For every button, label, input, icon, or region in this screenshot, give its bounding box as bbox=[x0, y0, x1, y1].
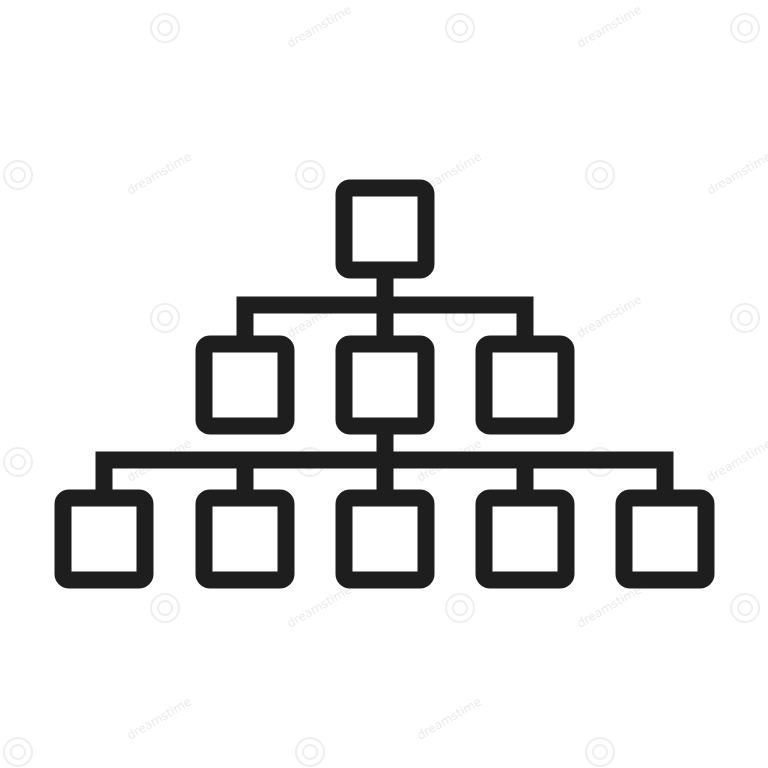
watermark-logo-inner-icon bbox=[10, 744, 26, 760]
watermark-logo-icon bbox=[3, 737, 33, 767]
watermark-logo-inner-icon bbox=[157, 20, 173, 36]
watermark-text: dreamstime bbox=[285, 2, 354, 50]
watermark-text: dreamstime bbox=[575, 2, 644, 50]
watermark-logo-icon bbox=[730, 303, 760, 333]
watermark-logo-icon bbox=[585, 160, 615, 190]
watermark-logo-inner-icon bbox=[157, 310, 173, 326]
node-level-2-1 bbox=[195, 335, 295, 435]
watermark-logo-inner-icon bbox=[592, 744, 608, 760]
watermark-logo-inner-icon bbox=[452, 20, 468, 36]
watermark-text: dreamstime bbox=[415, 694, 484, 742]
watermark-logo-inner-icon bbox=[592, 167, 608, 183]
node-level-3-2 bbox=[195, 489, 295, 589]
watermark-logo-icon bbox=[150, 13, 180, 43]
node-level-2-3 bbox=[475, 335, 575, 435]
watermark-text: dreamstime bbox=[705, 436, 768, 484]
watermark-text: dreamstime bbox=[575, 292, 644, 340]
watermark-logo-icon bbox=[445, 593, 475, 623]
node-level-1-1 bbox=[335, 179, 435, 279]
watermark-logo-icon bbox=[3, 160, 33, 190]
node-level-2-2 bbox=[335, 335, 435, 435]
watermark-logo-inner-icon bbox=[302, 167, 318, 183]
watermark-logo-inner-icon bbox=[452, 600, 468, 616]
watermark-logo-inner-icon bbox=[737, 600, 753, 616]
watermark-logo-inner-icon bbox=[737, 20, 753, 36]
watermark-logo-icon bbox=[150, 593, 180, 623]
watermark-logo-icon bbox=[295, 160, 325, 190]
watermark-text: dreamstime bbox=[705, 149, 768, 197]
watermark-logo-icon bbox=[730, 593, 760, 623]
watermark-text: dreamstime bbox=[575, 582, 644, 630]
watermark-text: dreamstime bbox=[125, 694, 194, 742]
watermark-logo-inner-icon bbox=[10, 167, 26, 183]
watermark-logo-inner-icon bbox=[10, 454, 26, 470]
node-level-3-1 bbox=[54, 489, 154, 589]
watermark-logo-icon bbox=[730, 13, 760, 43]
watermark-logo-icon bbox=[3, 447, 33, 477]
node-level-3-3 bbox=[335, 489, 435, 589]
watermark-logo-icon bbox=[585, 737, 615, 767]
watermark-logo-inner-icon bbox=[737, 310, 753, 326]
watermark-logo-inner-icon bbox=[157, 600, 173, 616]
node-level-3-4 bbox=[475, 489, 575, 589]
watermark-logo-icon bbox=[150, 303, 180, 333]
watermark-logo-inner-icon bbox=[302, 744, 318, 760]
node-level-3-5 bbox=[615, 489, 715, 589]
watermark-logo-icon bbox=[295, 737, 325, 767]
watermark-logo-icon bbox=[445, 13, 475, 43]
watermark-text: dreamstime bbox=[285, 582, 354, 630]
watermark-text: dreamstime bbox=[125, 149, 194, 197]
nodes bbox=[54, 179, 715, 589]
